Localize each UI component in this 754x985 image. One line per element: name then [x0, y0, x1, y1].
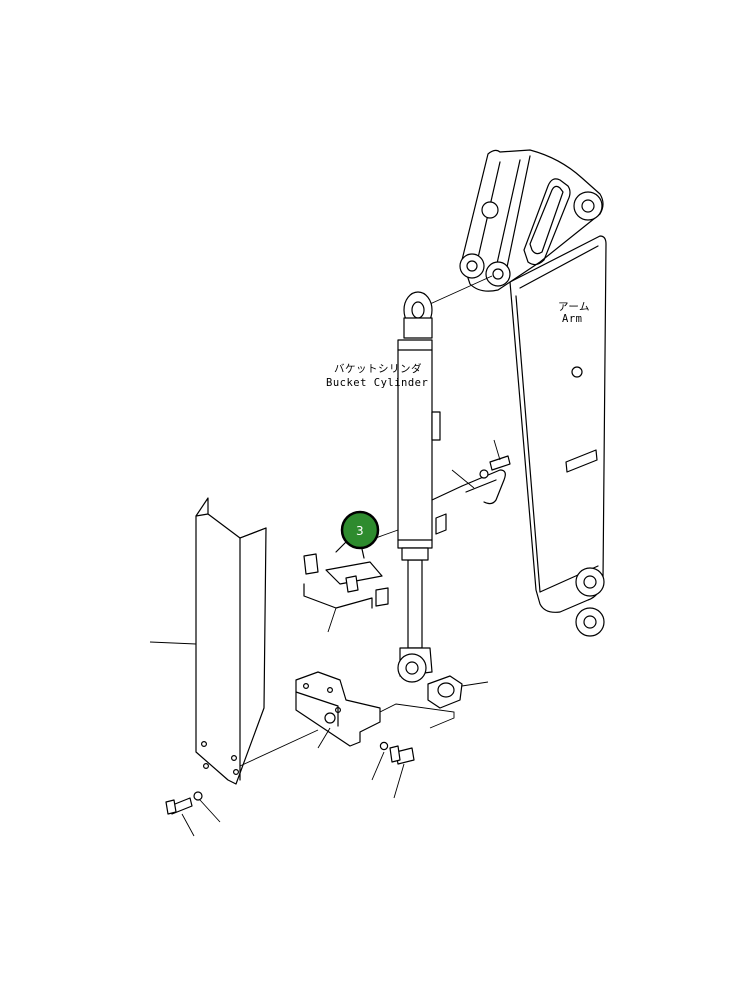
mounting-bracket: [295, 671, 455, 749]
pin-block: [427, 675, 489, 709]
callout-3[interactable]: 3: [340, 510, 380, 550]
bucket-cylinder-label-jp: バケットシリンダ: [334, 362, 422, 375]
callout-3-bubble[interactable]: [340, 510, 380, 550]
bolt-lower-left: [165, 791, 221, 837]
bucket-cylinder: [397, 291, 463, 683]
guard-plate: [149, 497, 319, 785]
bucket-cylinder-label-en: Bucket Cylinder: [326, 377, 428, 389]
hose-clamp-right: [451, 439, 511, 505]
bolt-center: [371, 741, 415, 799]
callout-3-number: 3: [356, 524, 364, 538]
arm-label-en: Arm: [562, 313, 582, 325]
arm-label-jp: アーム: [558, 301, 590, 313]
arm: [429, 149, 607, 637]
